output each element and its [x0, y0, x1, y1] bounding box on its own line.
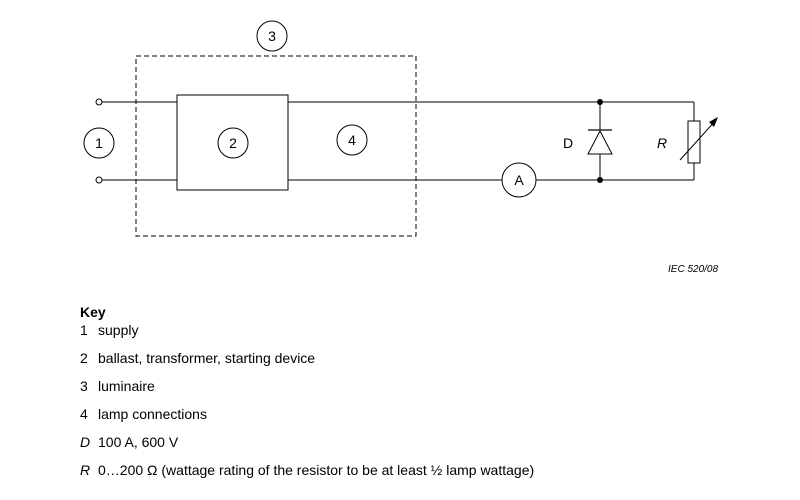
luminaire-label-circle [256, 20, 288, 52]
key-item-device: 2 ballast, transformer, starting device [80, 350, 780, 378]
resistor-body [687, 120, 701, 164]
key-item-supply: 1 supply [80, 322, 780, 350]
key-symbol: 1 [80, 322, 88, 338]
key-item-diode: D 100 A, 600 V [80, 434, 780, 462]
key-symbol: D [80, 434, 91, 450]
key-symbol: 2 [80, 350, 88, 366]
control-device-box [176, 94, 289, 191]
lamp-label-circle [336, 124, 368, 156]
key-legend: Key 1 supply 2 ballast, transformer, start… [80, 304, 780, 490]
diode-triangle [587, 129, 613, 155]
key-symbol: R [80, 462, 91, 478]
resistor-label: R [657, 135, 667, 151]
supply-terminal-bottom [95, 176, 103, 184]
luminaire-label: 3 [268, 28, 276, 44]
variable-arrow-head [709, 117, 718, 127]
key-text: ballast, transformer, starting device [98, 350, 316, 366]
supply-label-circle [83, 127, 115, 159]
key-item-lamp: 4 lamp connections [80, 406, 780, 434]
key-text: luminaire [98, 378, 155, 394]
ammeter-label: A [514, 172, 524, 188]
circuit-diagram: 3 1 2 4 A D R [83, 20, 718, 237]
key-text: 100 A, 600 V [98, 434, 179, 450]
luminaire-boundary [135, 55, 417, 237]
iec-reference: IEC 520/08 [668, 264, 719, 275]
key-text: lamp connections [98, 406, 207, 422]
key-text: 0…200 Ω (wattage rating of the resistor … [98, 462, 535, 478]
key-text: supply [98, 322, 139, 338]
variable-arrow-shaft [679, 119, 717, 161]
device-label: 2 [229, 135, 237, 151]
key-symbol: 4 [80, 406, 88, 422]
key-item-resistor: R 0…200 Ω (wattage rating of the resistor… [80, 462, 780, 490]
lamp-label: 4 [348, 132, 356, 148]
device-label-circle [217, 127, 249, 159]
key-symbol: 3 [80, 378, 88, 394]
diode-label: D [563, 135, 573, 151]
key-title: Key [80, 304, 106, 320]
supply-terminal-top [95, 98, 103, 106]
ammeter-symbol [501, 162, 537, 198]
key-item-luminaire: 3 luminaire [80, 378, 780, 406]
supply-label: 1 [95, 135, 103, 151]
